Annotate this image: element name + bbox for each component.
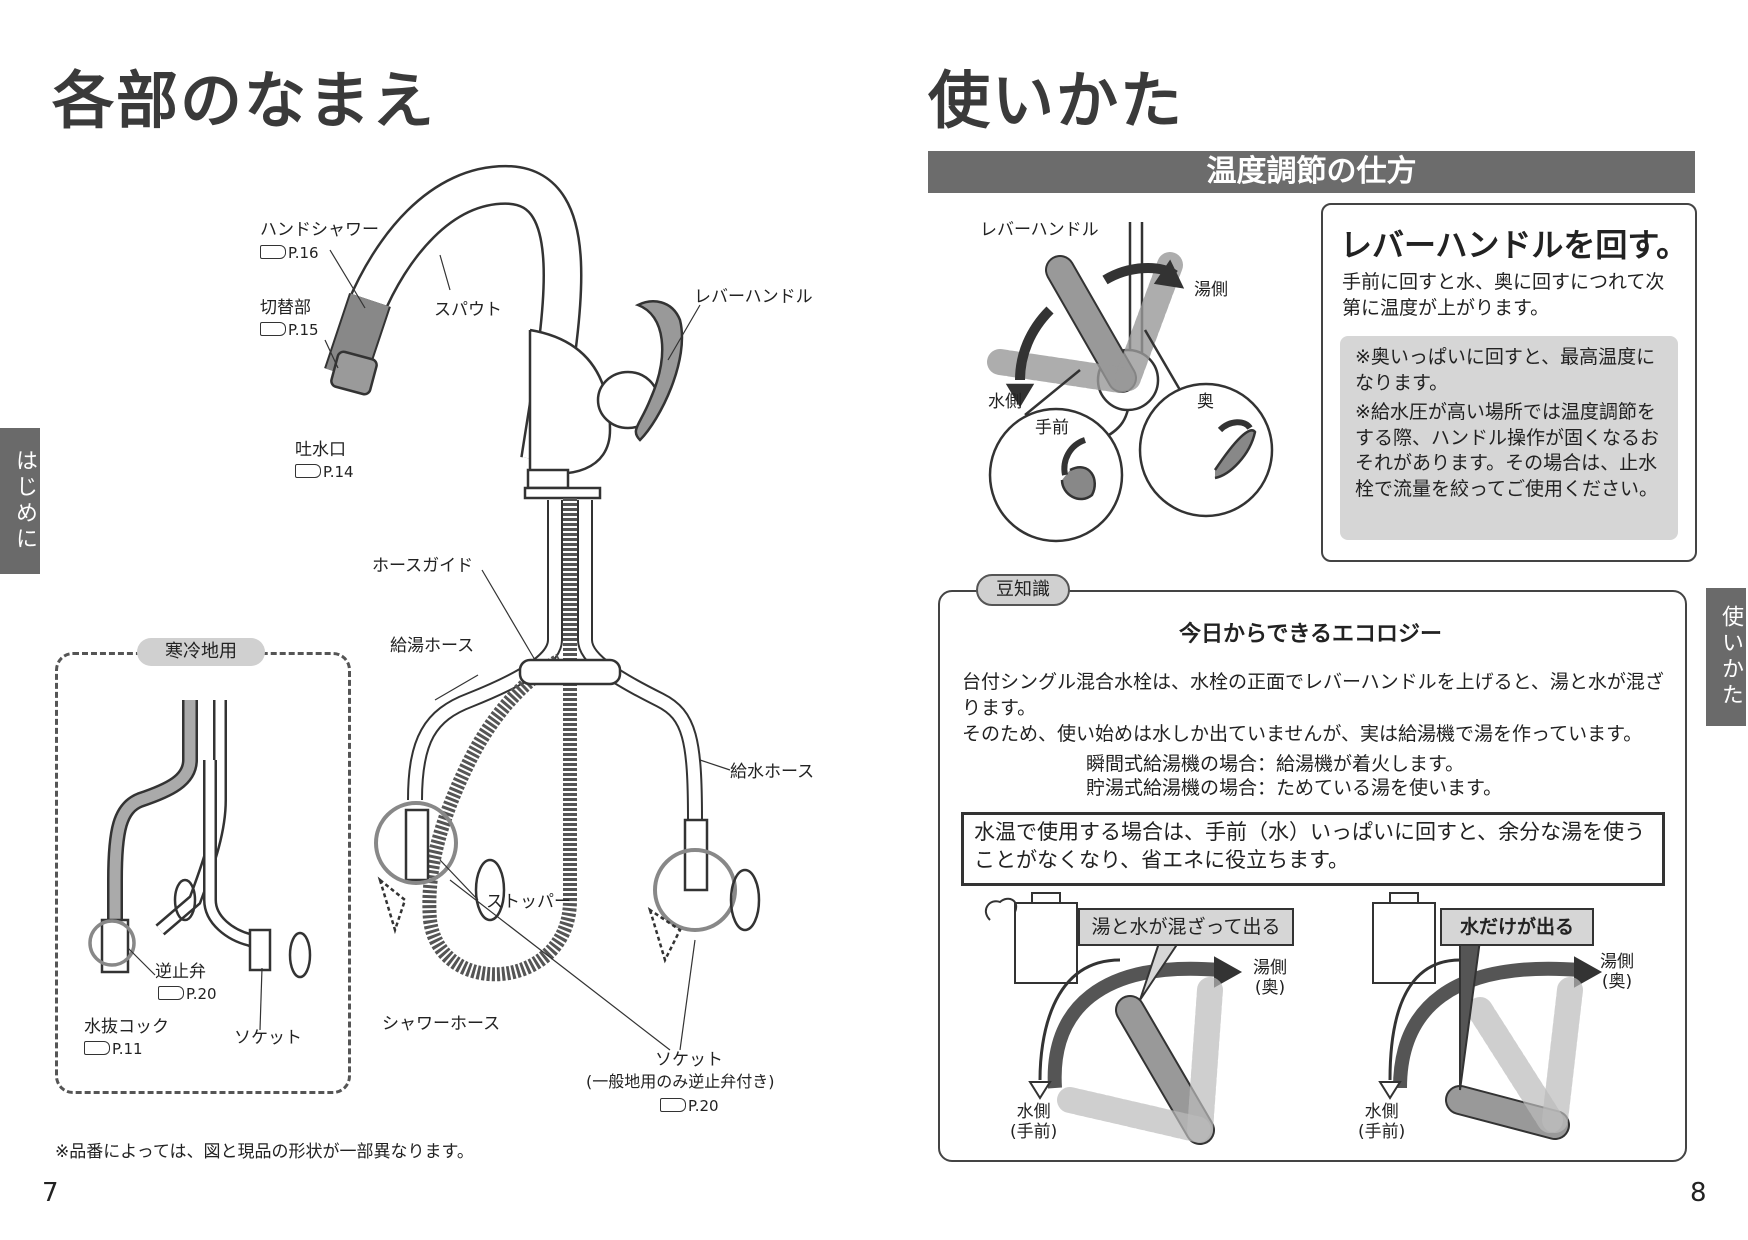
footnote-model-difference: ※品番によっては、図と現品の形状が一部異なります。	[55, 1142, 474, 1162]
pointing-hand-icon	[260, 245, 286, 259]
cold-region-badge: 寒冷地用	[137, 638, 265, 666]
label-hose-guide: ホースガイド	[372, 556, 474, 576]
label-drain-cock: 水抜コック	[84, 1017, 169, 1037]
label-cold-side: 水側	[988, 392, 1022, 412]
label-socket-note: (一般地用のみ逆止弁付き)	[586, 1072, 775, 1091]
page-number-left: 7	[42, 1178, 59, 1208]
label-cold-hose: 給水ホース	[730, 762, 815, 782]
label-outlet: 吐水口	[295, 440, 346, 460]
label-hot-side: 湯側	[1194, 280, 1228, 300]
tips-highlight-text: 水温で使用する場合は、手前（水）いっぱいに回すと、余分な湯を使うことがなくなり、…	[974, 820, 1646, 873]
ref-check-valve: P.20	[158, 985, 217, 1003]
ref-socket: P.20	[660, 1097, 719, 1115]
tips-para-1: 台付シングル混合水栓は、水栓の正面でレバーハンドルを上げると、湯と水が混ざります…	[962, 671, 1664, 719]
label-hand-shower: ハンドシャワー	[260, 220, 379, 240]
tips-heading: 今日からできるエコロジー	[1179, 622, 1442, 647]
side-tab-intro[interactable]: はじめに	[0, 428, 40, 574]
label-cold-front-right: 水側 (手前)	[1358, 1102, 1406, 1143]
tips-para-2: そのため、使い始めは水しか出ていませんが、実は給湯機で湯を作っています。	[962, 723, 1643, 745]
side-tab-usage[interactable]: 使いかた	[1706, 588, 1746, 726]
ref-drain-cock: P.11	[84, 1040, 143, 1058]
label-socket: ソケット	[655, 1050, 723, 1070]
label-hot-back-right: 湯側 (奥)	[1600, 952, 1634, 993]
label-cold-socket: ソケット	[234, 1028, 302, 1048]
label-hot-back-left: 湯側 (奥)	[1253, 958, 1287, 999]
callout-mixed: 湯と水が混ざって出る	[1078, 908, 1294, 946]
pointing-hand-icon	[260, 322, 286, 336]
label-hot-hose: 給湯ホース	[390, 636, 475, 656]
label-lever: レバーハンドル	[694, 287, 813, 307]
tips-highlight-box	[961, 812, 1665, 886]
label-spout: スパウト	[434, 300, 502, 320]
label-cold-front-left: 水側 (手前)	[1010, 1102, 1058, 1143]
label-switch: 切替部	[260, 298, 311, 318]
tips-instant-heater: 瞬間式給湯機の場合：給湯機が着火します。	[1086, 753, 1465, 775]
label-shower-hose: シャワーホース	[382, 1014, 501, 1034]
label-check-valve: 逆止弁	[155, 962, 206, 982]
label-stopper: ストッパー	[486, 892, 571, 912]
label-front: 手前	[1035, 418, 1069, 438]
label-back: 奥	[1197, 392, 1214, 412]
tips-badge: 豆知識	[976, 574, 1070, 606]
ref-outlet: P.14	[295, 463, 354, 481]
callout-water-only: 水だけが出る	[1440, 908, 1594, 946]
page-title-usage: 使いかた	[928, 64, 1185, 137]
instruction-note-1: ※奥いっぱいに回すと、最高温度になります。	[1355, 346, 1656, 394]
page-title-parts: 各部のなまえ	[52, 64, 437, 137]
ref-switch: P.15	[260, 321, 319, 339]
pointing-hand-icon	[158, 986, 184, 1000]
instruction-body: 手前に回すと水、奥に回すにつれて次第に温度が上がります。	[1342, 271, 1665, 319]
instruction-note-2: ※給水圧が高い場所では温度調節をする際、ハンドル操作が固くなるおそれがあります。…	[1355, 401, 1660, 500]
pointing-hand-icon	[295, 464, 321, 478]
pointing-hand-icon	[84, 1041, 110, 1055]
page-number-right: 8	[1690, 1178, 1707, 1208]
instruction-heading: レバーハンドルを回す。	[1340, 226, 1689, 264]
tips-storage-heater: 貯湯式給湯機の場合：ためている湯を使います。	[1086, 777, 1503, 799]
ref-hand-shower: P.16	[260, 244, 319, 262]
pointing-hand-icon	[660, 1098, 686, 1112]
section-bar-temperature: 温度調節の仕方	[928, 151, 1695, 193]
label-temp-lever: レバーハンドル	[980, 220, 1099, 240]
instruction-notes-box	[1340, 336, 1678, 540]
